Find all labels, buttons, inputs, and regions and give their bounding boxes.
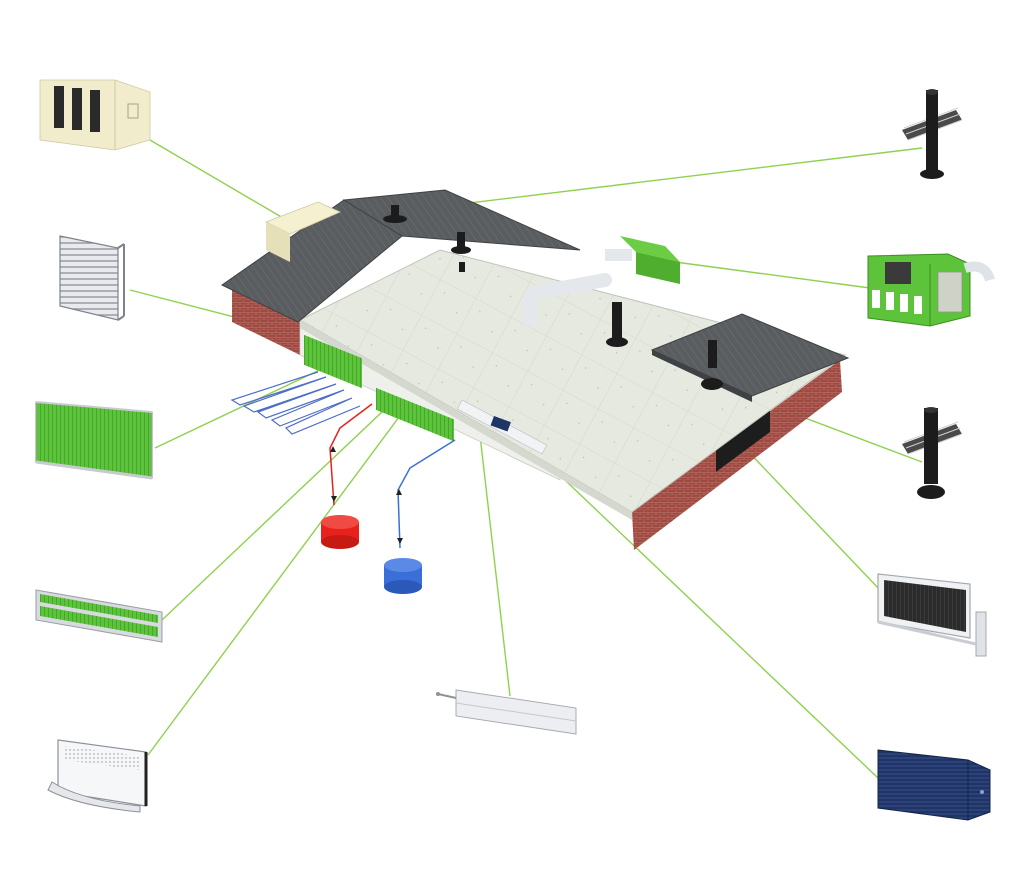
cream-air-handling-unit	[39, 79, 151, 151]
building-heater	[490, 416, 511, 432]
leader-line-radiator	[741, 444, 881, 591]
leader-line-wall-inlet	[147, 377, 429, 756]
cold-water-tank	[384, 558, 422, 594]
chimney-1-base	[383, 215, 407, 223]
building-cooling-pad	[304, 334, 362, 389]
green-heat-exchanger	[867, 253, 995, 327]
chimney-2	[457, 232, 465, 250]
roof-chimney-top	[902, 89, 963, 179]
hot-water-pipe	[329, 403, 373, 506]
hot-water-tank	[321, 515, 359, 549]
green-cooling-pad	[35, 401, 153, 480]
building-inlet-strip	[376, 387, 454, 442]
cold-water-pipe	[397, 439, 456, 549]
leader-line-chimney-top	[394, 147, 923, 213]
green-air-inlet-strip	[35, 589, 163, 643]
chimney-3	[459, 262, 465, 272]
ceiling-front-edge	[300, 320, 632, 520]
chimney-1	[391, 205, 399, 219]
leader-line-inlet-strip	[161, 394, 401, 621]
building-ahu-side	[266, 222, 290, 262]
building-heat-exchanger	[620, 236, 680, 262]
hot-arrow-down	[331, 496, 337, 502]
black-wall-radiator	[877, 573, 987, 657]
grey-light-trap-louver	[59, 235, 125, 321]
leader-line-cooling-pad	[154, 364, 331, 449]
chimney-2-base	[451, 246, 471, 254]
roof-duct	[523, 273, 612, 327]
leader-line-heat-exchanger	[674, 261, 871, 289]
roof-chimney-bottom	[902, 407, 963, 499]
chimney-4	[612, 302, 622, 342]
chimney-5	[708, 340, 717, 368]
navy-heater-cabinet	[877, 749, 991, 821]
leader-line-ceiling-inlet	[477, 417, 511, 697]
white-wall-inlet	[47, 739, 148, 813]
roof-right-edge	[652, 350, 752, 402]
ceiling-air-inlet-bar	[436, 689, 577, 735]
building	[221, 189, 850, 550]
roof-ridge-left	[342, 189, 581, 251]
leader-line-ahu	[149, 139, 296, 226]
roof-chimneys	[383, 205, 723, 390]
brick-wall-left	[232, 290, 300, 355]
floor-heating-coil	[230, 371, 361, 435]
water-circuit	[321, 403, 456, 594]
building-heat-exchanger-front	[636, 252, 680, 284]
chimney-4-base	[606, 337, 628, 347]
hot-arrow-up	[330, 446, 336, 452]
chimney-5-base	[701, 378, 723, 390]
cold-arrow-down	[397, 538, 403, 544]
cold-arrow-up	[396, 489, 402, 495]
